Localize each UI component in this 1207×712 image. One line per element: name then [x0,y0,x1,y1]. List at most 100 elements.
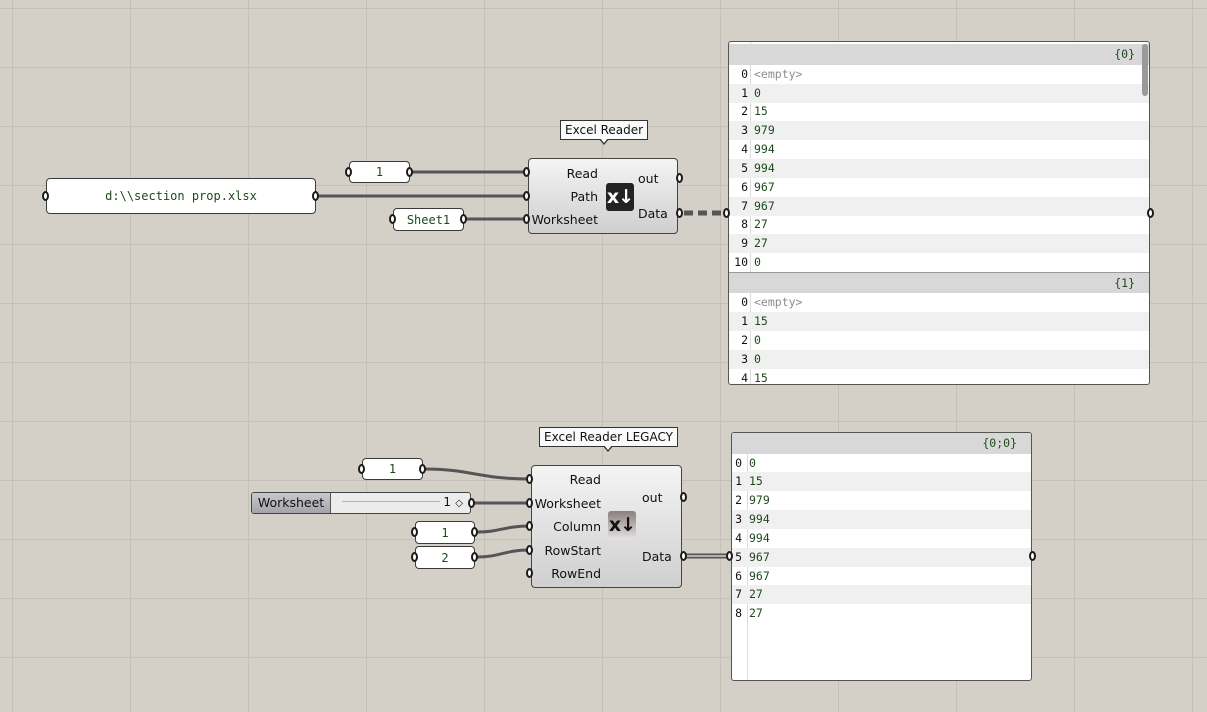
path-value: d:\\section prop.xlsx [105,189,257,203]
column-param-input-grip[interactable] [411,527,418,537]
reader-out-grip[interactable] [676,173,683,183]
read-legacy-output-grip[interactable] [419,464,426,474]
legacy-rowstart-grip[interactable] [526,545,533,555]
list-item: 0<empty> [741,295,803,309]
legacy-rowend-grip[interactable] [526,568,533,578]
excel-reader-legacy-component[interactable]: Read Worksheet Column RowStart RowEnd x↓… [531,465,682,588]
branch-path: {1} [1114,276,1135,290]
wire-rowstart [476,548,530,559]
slider-label: Worksheet [252,493,331,513]
reader-read-grip[interactable] [523,167,530,177]
reader-data-grip[interactable] [676,208,683,218]
path-param[interactable]: d:\\section prop.xlsx [46,178,316,214]
input-worksheet[interactable]: Worksheet [534,496,601,511]
read-value: 1 [388,462,397,476]
excel-read-icon: x↓ [606,183,634,211]
panel-bottom-output-grip[interactable] [1029,551,1036,561]
list-item: 0<empty> [741,67,803,81]
column-param-output-grip[interactable] [471,527,478,537]
column-value: 1 [441,525,449,540]
slider-track[interactable] [342,498,440,502]
read-boolean-param-legacy[interactable]: 1 [362,458,423,480]
input-column[interactable]: Column [553,519,601,534]
rowstart-value: 2 [441,550,449,565]
input-read[interactable]: Read [566,166,598,181]
read-param-input-grip[interactable] [345,167,352,177]
branch-header: {0;0} [732,433,1031,454]
slider-value: 1 [443,495,451,509]
excel-reader-legacy-title-tag: Excel Reader LEGACY [539,427,678,452]
legacy-column-grip[interactable] [526,521,533,531]
excel-reader-title-tag: Excel Reader [560,120,649,145]
branch-header: {1} [729,272,1149,293]
worksheet-param[interactable]: Sheet1 [393,208,464,231]
excel-read-icon: x↓ [608,511,636,539]
panel-bottom-input-grip[interactable] [726,551,733,561]
worksheet-param-output-grip[interactable] [460,214,467,224]
read-legacy-input-grip[interactable] [358,464,365,474]
input-worksheet[interactable]: Worksheet [531,212,598,227]
worksheet-value: Sheet1 [406,212,451,227]
excel-reader-legacy-title: Excel Reader LEGACY [544,430,673,444]
output-out[interactable]: out [638,171,659,186]
wire-column [476,524,530,534]
wire-read-bottom [424,467,530,481]
branch-path: {0;0} [982,436,1017,450]
excel-reader-component[interactable]: Read Path Worksheet x↓ out Data [528,158,678,234]
legacy-read-grip[interactable] [526,474,533,484]
column-param[interactable]: 1 [415,521,475,544]
output-data[interactable]: Data [638,206,668,221]
output-data[interactable]: Data [642,549,672,564]
slider-output-grip[interactable] [468,498,475,508]
rowstart-param[interactable]: 2 [415,546,475,569]
branch-header: {0} [729,44,1149,65]
excel-reader-title: Excel Reader [565,123,644,137]
input-rowstart[interactable]: RowStart [544,543,601,558]
read-value: 1 [375,165,384,179]
read-boolean-param[interactable]: 1 [349,161,410,183]
rowstart-param-input-grip[interactable] [411,552,418,562]
panel-scrollbar[interactable] [1142,44,1148,96]
path-param-output-grip[interactable] [312,191,319,201]
read-param-output-grip[interactable] [406,167,413,177]
output-out[interactable]: out [642,490,663,505]
legacy-worksheet-grip[interactable] [526,498,533,508]
worksheet-slider[interactable]: Worksheet 1 ◇ [251,492,471,514]
input-path[interactable]: Path [570,189,598,204]
reader-worksheet-grip[interactable] [523,214,530,224]
branch-path: {0} [1114,47,1135,61]
panel-top-output-grip[interactable] [1147,208,1154,218]
reader-path-grip[interactable] [523,191,530,201]
legacy-data-grip[interactable] [680,551,687,561]
legacy-out-grip[interactable] [680,492,687,502]
path-param-input-grip[interactable] [42,191,49,201]
input-rowend[interactable]: RowEnd [551,566,601,581]
panel-top-input-grip[interactable] [723,208,730,218]
worksheet-param-input-grip[interactable] [389,214,396,224]
input-read[interactable]: Read [569,472,601,487]
rowstart-param-output-grip[interactable] [471,552,478,562]
diamond-icon[interactable]: ◇ [455,498,463,509]
